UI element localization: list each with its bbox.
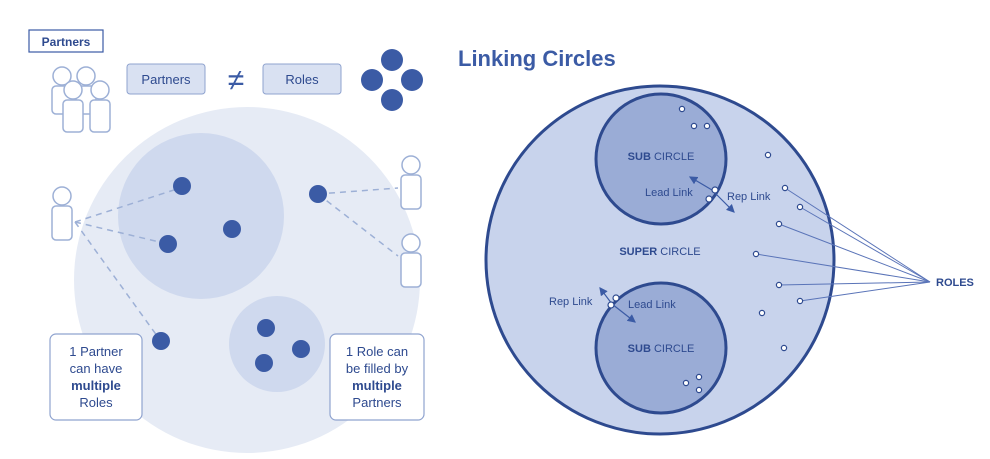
note-left-line1: 1 Partner (69, 344, 123, 359)
role-nodes (678, 105, 804, 394)
person-icon (400, 155, 422, 210)
partners-tag-text: Partners (42, 35, 91, 49)
role-node (682, 379, 690, 387)
rep-link-node (711, 186, 719, 194)
note-right-line2: be filled by (346, 361, 409, 376)
rep-link-node (607, 301, 615, 309)
rep-link-top-label: Rep Link (727, 191, 771, 203)
lead-link-node (612, 294, 620, 302)
sub-circle-top-label: SUB CIRCLE (628, 151, 695, 163)
top-link: Lead Link Rep Link (645, 176, 771, 213)
role-dots (152, 177, 327, 372)
role-dot (152, 332, 170, 350)
role-node (775, 281, 783, 289)
super-circle-label: SUPER CIRCLE (619, 246, 700, 258)
lead-link-node (705, 195, 713, 203)
role-node (775, 220, 783, 228)
roles-label: ROLES (936, 277, 974, 289)
note-partner-multiple-roles: 1 Partner can have multiple Roles (49, 333, 143, 421)
partner-role-links (74, 187, 399, 341)
person-icon (400, 233, 422, 288)
role-node (758, 309, 766, 317)
person-icon (51, 186, 73, 241)
lead-link-bottom-label: Lead Link (628, 299, 676, 311)
note-right-line3: multiple (352, 378, 402, 393)
role-node (690, 122, 698, 130)
partners-tag: Partners (28, 29, 104, 53)
role-node (764, 151, 772, 159)
partners-label-box: Partners (126, 63, 206, 95)
role-circle-large (118, 133, 284, 299)
note-left-line4: Roles (79, 395, 113, 410)
bottom-link: Rep Link Lead Link (549, 287, 676, 323)
note-left-line3: multiple (71, 378, 121, 393)
roles-label-box: Roles (262, 63, 342, 95)
role-node (695, 373, 703, 381)
role-dot (173, 177, 191, 195)
sub-circle-bottom-label: SUB CIRCLE (628, 343, 695, 355)
people-group-icon (51, 66, 111, 133)
role-node (678, 105, 686, 113)
role-dot (292, 340, 310, 358)
note-right-line4: Partners (352, 395, 402, 410)
role-node (780, 344, 788, 352)
role-dots-icon (361, 49, 423, 111)
super-circle (484, 84, 836, 436)
linking-circles-title: Linking Circles (458, 46, 616, 71)
note-right-line1: 1 Role can (346, 344, 408, 359)
role-dot (159, 235, 177, 253)
role-node (752, 250, 760, 258)
role-node (796, 297, 804, 305)
role-dot (257, 319, 275, 337)
note-left-line2: can have (70, 361, 123, 376)
role-node (703, 122, 711, 130)
role-node (796, 203, 804, 211)
lead-link-top-label: Lead Link (645, 187, 693, 199)
role-dot (255, 354, 273, 372)
roles-connector-lines (755, 187, 931, 302)
role-dot (223, 220, 241, 238)
rep-link-bottom-label: Rep Link (549, 296, 593, 308)
not-equal-sign: ≠ (228, 64, 244, 97)
role-dot (309, 185, 327, 203)
partners-label-text: Partners (141, 72, 191, 87)
note-role-multiple-partners: 1 Role can be filled by multiple Partner… (329, 333, 425, 421)
role-circle-small (229, 296, 325, 392)
role-node (695, 386, 703, 394)
role-node (781, 184, 789, 192)
roles-label-text: Roles (285, 72, 319, 87)
